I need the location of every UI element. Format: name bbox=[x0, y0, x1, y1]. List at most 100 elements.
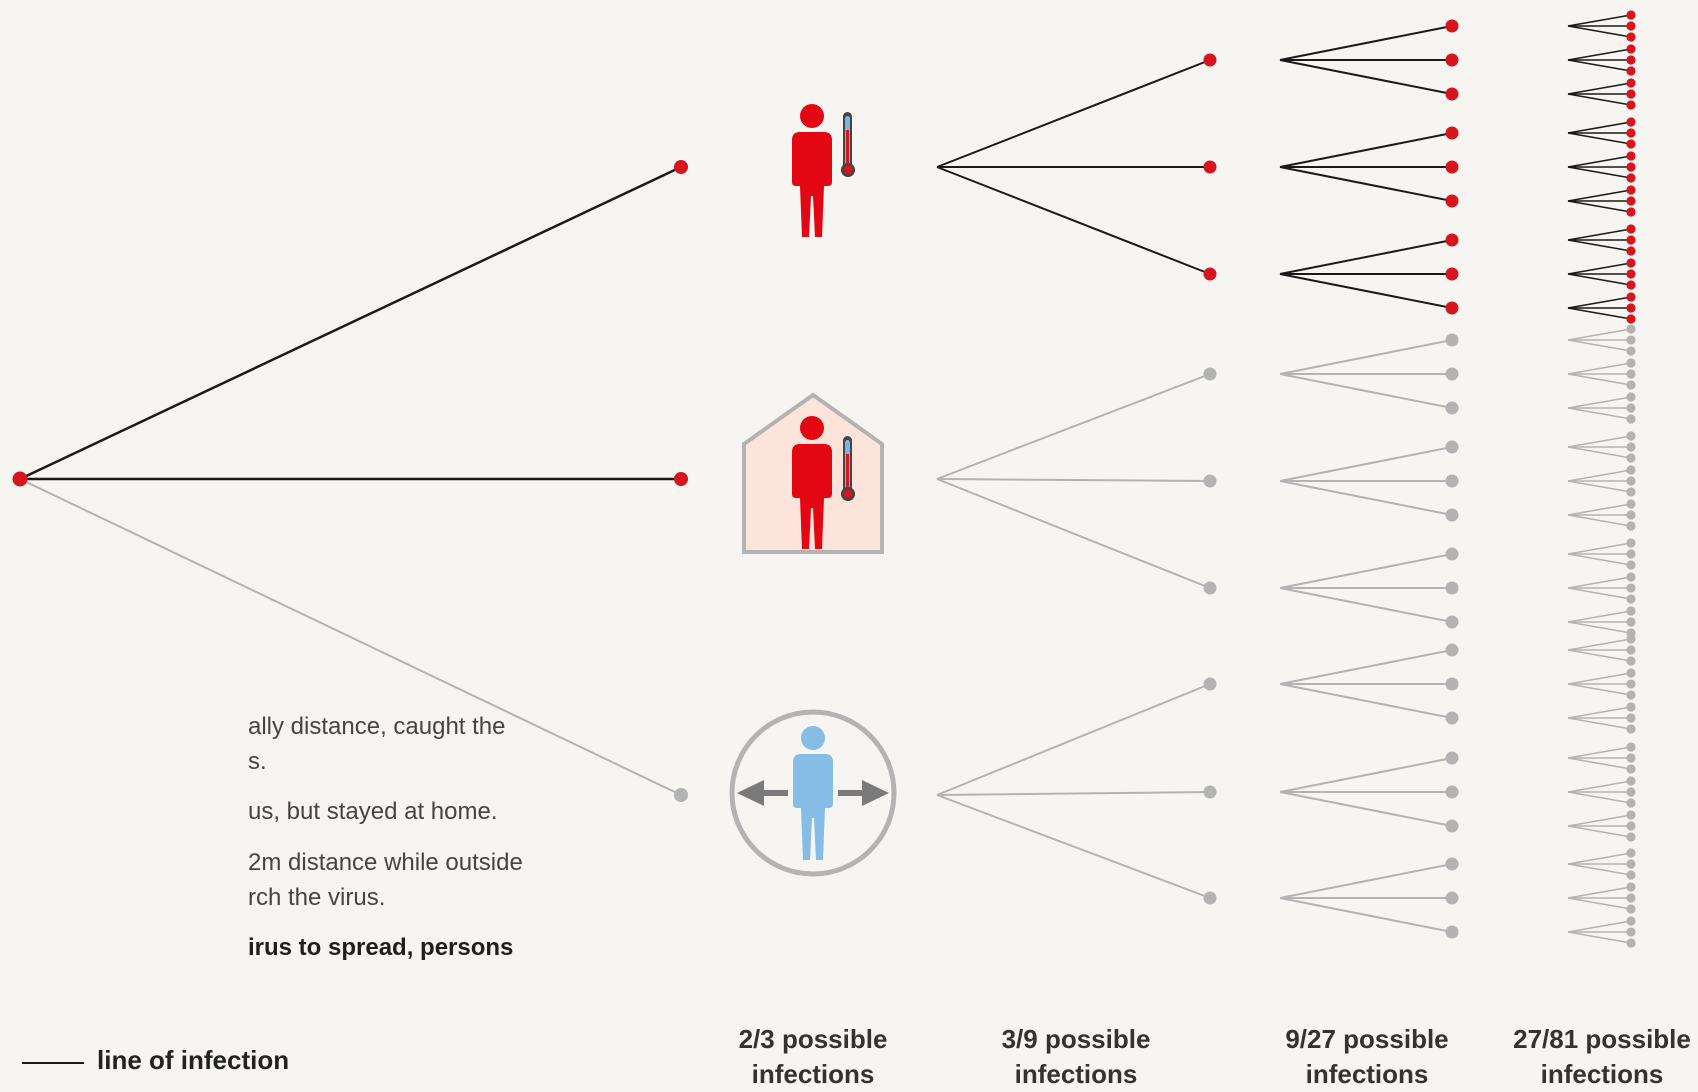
infection-line-gen4 bbox=[1567, 273, 1632, 286]
infection-line-gen3 bbox=[1279, 446, 1453, 482]
infection-dot-gen4 bbox=[1626, 713, 1636, 723]
infection-line-gen4 bbox=[1567, 780, 1632, 793]
legend-text-line: us, but stayed at home. bbox=[248, 798, 498, 825]
infection-line-gen3 bbox=[1279, 649, 1453, 685]
infection-dot-gen4 bbox=[1626, 324, 1636, 334]
infection-line-gen4 bbox=[1567, 503, 1632, 516]
infection-dot-gen4 bbox=[1626, 764, 1636, 774]
infection-dot-gen3 bbox=[1445, 233, 1459, 247]
infection-line-gen2 bbox=[936, 373, 1211, 480]
infection-line-gen2 bbox=[936, 683, 1211, 796]
infection-dot-gen3 bbox=[1445, 581, 1459, 595]
infection-line-gen3 bbox=[1279, 273, 1453, 309]
infection-dot-gen4 bbox=[1626, 66, 1636, 76]
column-fraction: 9/27 possible bbox=[1285, 1024, 1449, 1054]
infection-dot-gen4 bbox=[1626, 292, 1636, 302]
infection-dot-gen4 bbox=[1626, 798, 1636, 808]
infection-line-gen4 bbox=[1567, 920, 1632, 933]
infection-line-gen4 bbox=[1567, 373, 1632, 386]
infection-line-gen4 bbox=[1567, 791, 1632, 804]
infection-dot-gen3 bbox=[1445, 711, 1459, 725]
infection-dot-gen4 bbox=[1626, 821, 1636, 831]
infection-dot-gen4 bbox=[1626, 314, 1636, 324]
infection-dot-gen3 bbox=[1445, 160, 1459, 174]
column-word: infections bbox=[1305, 1059, 1429, 1089]
infection-lines bbox=[19, 14, 1632, 944]
infection-dot-gen4 bbox=[1626, 78, 1636, 88]
infection-line-gen2 bbox=[936, 478, 1211, 589]
infection-line-gen3 bbox=[1279, 132, 1453, 168]
infection-line-gen4 bbox=[1567, 672, 1632, 685]
infection-dot-gen4 bbox=[1626, 870, 1636, 880]
infection-line-gen4 bbox=[1567, 576, 1632, 589]
infection-dot-gen2 bbox=[1203, 267, 1217, 281]
infection-line-gen4 bbox=[1567, 931, 1632, 944]
infection-line-gen4 bbox=[1567, 82, 1632, 95]
infection-line-gen3 bbox=[1279, 587, 1453, 623]
infection-line-gen2 bbox=[936, 166, 1211, 275]
infection-dot-gen4 bbox=[1626, 235, 1636, 245]
infection-line-gen4 bbox=[1567, 132, 1632, 145]
infection-dot-gen3 bbox=[1445, 53, 1459, 67]
infection-dot-gen4 bbox=[1626, 645, 1636, 655]
infection-dot-gen4 bbox=[1626, 335, 1636, 345]
infection-dot-gen4 bbox=[1626, 246, 1636, 256]
infection-dot-gen2 bbox=[1203, 581, 1217, 595]
infection-dot-gen3 bbox=[1445, 819, 1459, 833]
infection-dot-root bbox=[12, 471, 28, 487]
infection-dot-gen4 bbox=[1626, 848, 1636, 858]
infection-line-gen3 bbox=[1279, 683, 1453, 719]
infection-line-gen4 bbox=[1567, 166, 1632, 179]
infection-dot-gen4 bbox=[1626, 634, 1636, 644]
infection-line-gen3 bbox=[1279, 239, 1453, 275]
infection-dot-gen4 bbox=[1626, 10, 1636, 20]
infection-line-gen4 bbox=[1567, 307, 1632, 320]
infection-dot-gen4 bbox=[1626, 280, 1636, 290]
infection-line-gen4 bbox=[1567, 239, 1632, 252]
infection-line-gen3 bbox=[1279, 480, 1453, 516]
infection-dot-gen2 bbox=[1203, 474, 1217, 488]
infection-dot-gen4 bbox=[1626, 499, 1636, 509]
infection-line-gen1 bbox=[19, 478, 682, 796]
infection-line-gen4 bbox=[1567, 514, 1632, 527]
infection-line-gen4 bbox=[1567, 14, 1632, 27]
infection-dot-gen4 bbox=[1626, 431, 1636, 441]
infection-line-gen4 bbox=[1567, 435, 1632, 448]
infection-dot-gen4 bbox=[1626, 392, 1636, 402]
infection-dot-gen4 bbox=[1626, 476, 1636, 486]
infection-dot-gen4 bbox=[1626, 893, 1636, 903]
infection-dot-gen4 bbox=[1626, 538, 1636, 548]
infection-dot-gen4 bbox=[1626, 21, 1636, 31]
infection-dot-gen4 bbox=[1626, 549, 1636, 559]
infection-line-gen4 bbox=[1567, 897, 1632, 910]
infection-line-gen3 bbox=[1279, 553, 1453, 589]
infection-line-gen4 bbox=[1567, 638, 1632, 651]
infection-dot-gen1 bbox=[674, 472, 688, 486]
infection-dot-gen4 bbox=[1626, 776, 1636, 786]
infection-dot-gen4 bbox=[1626, 882, 1636, 892]
infection-dot-gen4 bbox=[1626, 303, 1636, 313]
infection-line-gen4 bbox=[1567, 339, 1632, 352]
infection-dot-gen3 bbox=[1445, 267, 1459, 281]
column-fraction: 27/81 possible bbox=[1513, 1024, 1691, 1054]
infection-line-gen4 bbox=[1567, 746, 1632, 759]
infection-line-gen4 bbox=[1567, 59, 1632, 72]
column-fraction: 2/3 possible bbox=[738, 1024, 888, 1054]
infection-dot-gen4 bbox=[1626, 859, 1636, 869]
infection-line-gen4 bbox=[1567, 757, 1632, 770]
infection-dot-gen4 bbox=[1626, 656, 1636, 666]
infection-line-gen3 bbox=[1279, 897, 1453, 933]
infection-line-gen4 bbox=[1567, 189, 1632, 202]
infection-line-gen4 bbox=[1567, 610, 1632, 623]
infection-line-gen4 bbox=[1567, 683, 1632, 696]
infection-dot-gen3 bbox=[1445, 643, 1459, 657]
infection-dot-gen4 bbox=[1626, 465, 1636, 475]
infection-dot-gen4 bbox=[1626, 487, 1636, 497]
infection-dot-gen3 bbox=[1445, 126, 1459, 140]
infection-dot-gen3 bbox=[1445, 401, 1459, 415]
line-of-infection-key-label: line of infection bbox=[97, 1045, 290, 1075]
infection-dot-gen4 bbox=[1626, 100, 1636, 110]
infection-dot-gen4 bbox=[1626, 224, 1636, 234]
infection-dot-gen4 bbox=[1626, 916, 1636, 926]
infection-dots bbox=[12, 10, 1636, 948]
